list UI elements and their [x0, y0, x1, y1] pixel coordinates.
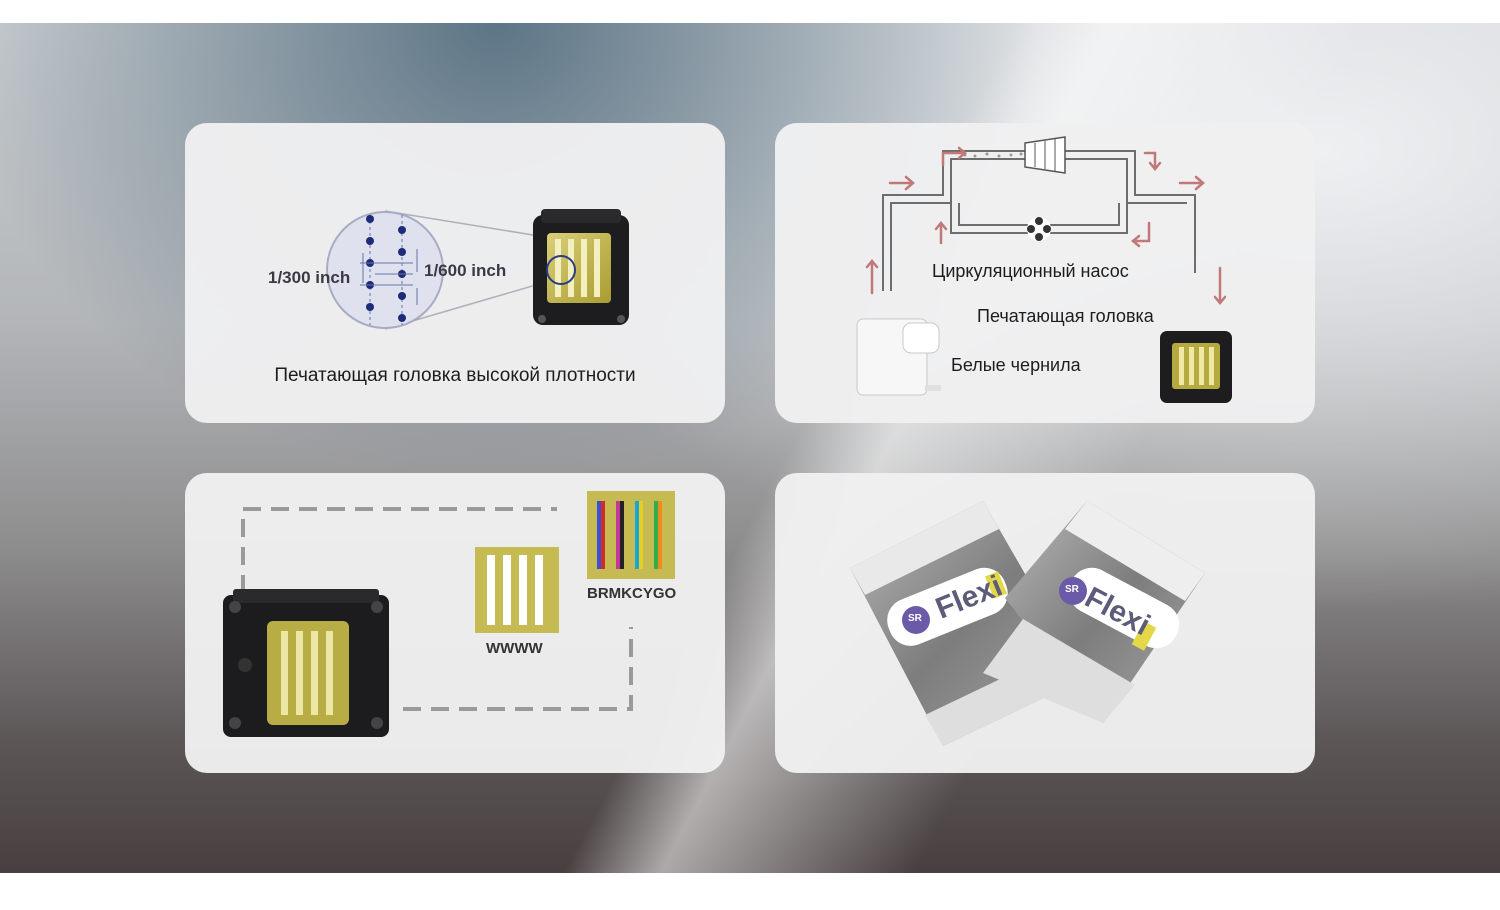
circulation-illustration — [856, 136, 1232, 403]
print-head-image — [533, 209, 629, 325]
sr-logo-icon — [902, 606, 930, 634]
density-illustration — [326, 209, 629, 330]
color-channel-label: BRMKCYGO — [587, 585, 677, 602]
pump-label: Циркуляционный насос — [932, 261, 1129, 281]
sr-logo-icon-2 — [1059, 577, 1087, 605]
ink-bottle-image — [856, 318, 941, 396]
color-channel-chip — [587, 491, 675, 579]
connection-lines — [241, 507, 633, 711]
film-logo-text-right: SR — [1065, 584, 1079, 595]
film-card: Flexi Flexi SR SR — [775, 473, 1315, 773]
circulation-print-head-image — [1160, 331, 1232, 403]
film-package-right — [983, 501, 1205, 723]
main-print-head-image — [223, 589, 389, 737]
pitch-600-label: 1/600 inch — [424, 261, 507, 280]
film-illustration — [850, 501, 1205, 746]
hero-background: 1/300 inch 1/600 inch Печатающая головка… — [0, 23, 1500, 873]
channels-illustration — [223, 491, 675, 737]
ink-label: Белые чернила — [951, 355, 1081, 375]
pitch-300-label: 1/300 inch — [268, 268, 351, 287]
pump-icon — [1027, 217, 1051, 241]
white-channel-label: WWWW — [486, 640, 543, 657]
density-caption: Печатающая головка высокой плотности — [274, 365, 636, 386]
head-label: Печатающая головка — [977, 306, 1154, 326]
nozzle-dots — [366, 215, 406, 322]
circulation-card: Циркуляционный насос Печатающая головка … — [775, 123, 1315, 423]
flow-arrows — [865, 146, 1227, 305]
channels-card: WWWW BRMKCYGO — [185, 473, 725, 773]
density-card: 1/300 inch 1/600 inch Печатающая головка… — [185, 123, 725, 423]
white-channel-chip — [475, 547, 559, 633]
magnifier-circle — [326, 211, 444, 329]
film-logo-text-left: SR — [908, 613, 922, 624]
